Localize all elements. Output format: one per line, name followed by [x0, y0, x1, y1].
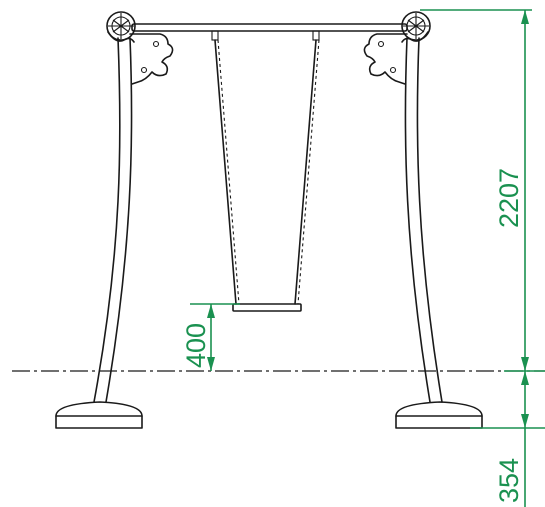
- frame-height-dimension: 2207: [420, 9, 545, 372]
- right-bracket-ornament: [363, 33, 408, 85]
- right-finial-ornament: [401, 11, 431, 43]
- swing-chain-right: [294, 30, 320, 305]
- left-foundation: [55, 401, 143, 429]
- right-foundation: [395, 401, 483, 429]
- left-post: [93, 37, 133, 403]
- seat-height-dimension: 400: [181, 303, 240, 371]
- seat-height-label: 400: [181, 323, 211, 368]
- foundation-depth-dimension: 354: [470, 371, 545, 507]
- frame-height-label: 2207: [494, 168, 524, 228]
- top-beam: [131, 23, 408, 32]
- left-bracket-ornament: [129, 33, 174, 85]
- swing-seat: [232, 303, 302, 312]
- swing-chain-left: [211, 30, 240, 305]
- left-finial-ornament: [106, 11, 136, 43]
- foundation-depth-label: 354: [494, 458, 524, 503]
- right-post: [404, 37, 443, 403]
